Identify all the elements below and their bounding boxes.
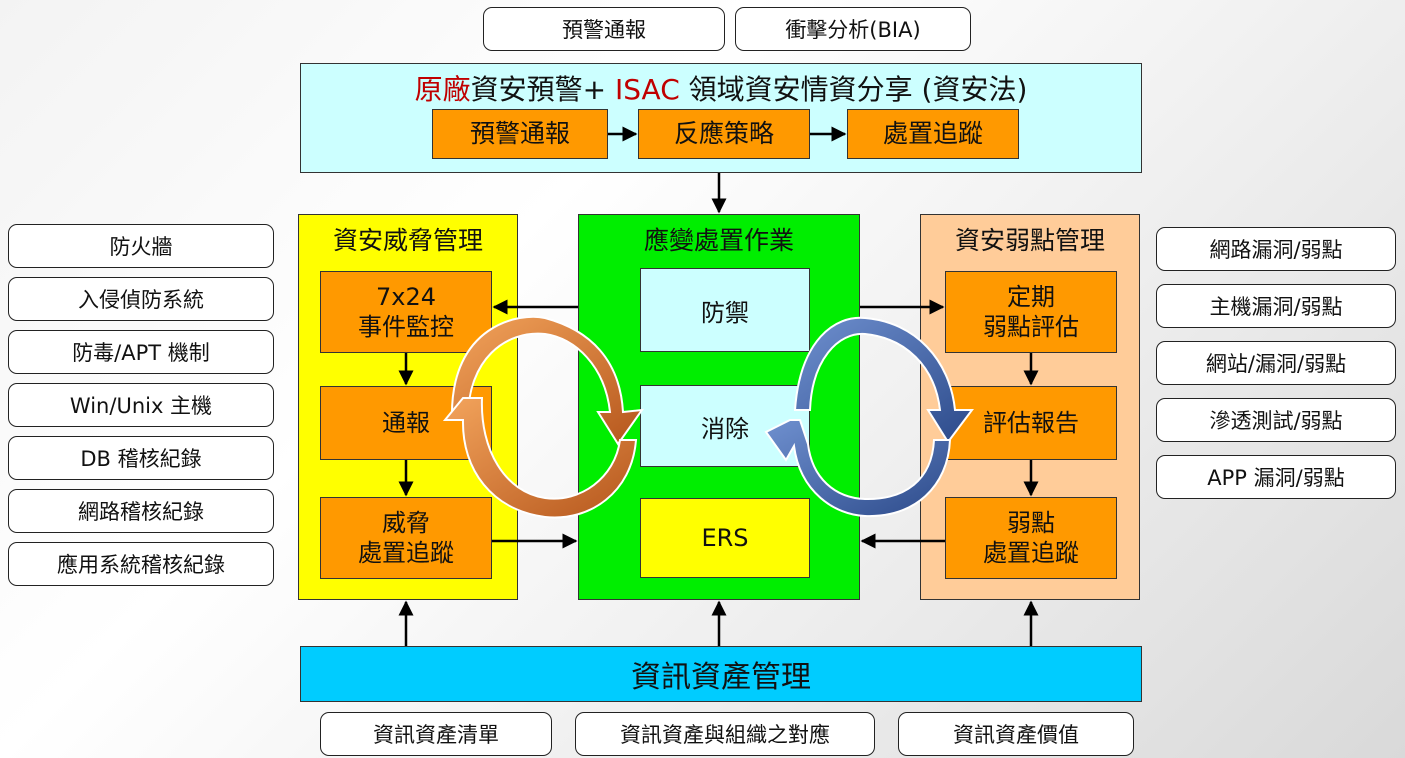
isac-step-tracking: 處置追蹤	[847, 109, 1019, 159]
response-title: 應變處置作業	[643, 226, 794, 255]
vuln-report: 評估報告	[945, 386, 1117, 460]
isac-title: 原廠資安預警+ ISAC 領域資安情資分享 (資安法)	[301, 68, 1141, 108]
right-tag-host-vuln: 主機漏洞/弱點	[1156, 284, 1396, 328]
top-tag-warning: 預警通報	[483, 7, 725, 51]
right-tag-pentest: 滲透測試/弱點	[1156, 398, 1396, 442]
left-tag-db-audit: DB 稽核紀錄	[8, 436, 274, 480]
isac-step-warning: 預警通報	[432, 109, 608, 159]
isac-title-end: 領域資安情資分享 (資安法)	[679, 73, 1028, 106]
left-tag-hosts: Win/Unix 主機	[8, 383, 274, 427]
top-tag-bia: 衝擊分析(BIA)	[735, 7, 971, 51]
right-tag-web-vuln: 網站/漏洞/弱點	[1156, 341, 1396, 385]
vuln-title: 資安弱點管理	[954, 226, 1105, 255]
right-tag-app-vuln: APP 漏洞/弱點	[1156, 455, 1396, 499]
threat-tracking: 威脅 處置追蹤	[320, 497, 492, 579]
bottom-tag-asset-value: 資訊資產價值	[898, 712, 1134, 756]
left-tag-antivirus: 防毒/APT 機制	[8, 330, 274, 374]
response-ers: ERS	[640, 498, 810, 578]
left-tag-net-audit: 網路稽核紀錄	[8, 489, 274, 533]
vuln-tracking: 弱點 處置追蹤	[945, 497, 1117, 579]
response-defense: 防禦	[640, 268, 810, 352]
vuln-assessment: 定期 弱點評估	[945, 271, 1117, 353]
threat-title: 資安威脅管理	[332, 226, 483, 255]
left-tag-firewall: 防火牆	[8, 224, 274, 268]
right-tag-network-vuln: 網路漏洞/弱點	[1156, 227, 1396, 271]
left-tag-ids: 入侵偵防系統	[8, 277, 274, 321]
isac-step-strategy: 反應策略	[638, 109, 810, 159]
asset-management-bar: 資訊資產管理	[300, 646, 1142, 702]
response-eliminate: 消除	[640, 385, 810, 467]
bottom-tag-asset-org: 資訊資產與組織之對應	[575, 712, 875, 756]
left-tag-app-audit: 應用系統稽核紀錄	[8, 542, 274, 586]
bottom-tag-asset-list: 資訊資產清單	[320, 712, 552, 756]
threat-monitoring: 7x24 事件監控	[320, 271, 492, 353]
isac-title-vendor: 原廠	[414, 73, 471, 106]
isac-title-isac: ISAC	[614, 73, 680, 106]
threat-report: 通報	[320, 386, 492, 460]
isac-title-mid: 資安預警+	[470, 73, 615, 106]
